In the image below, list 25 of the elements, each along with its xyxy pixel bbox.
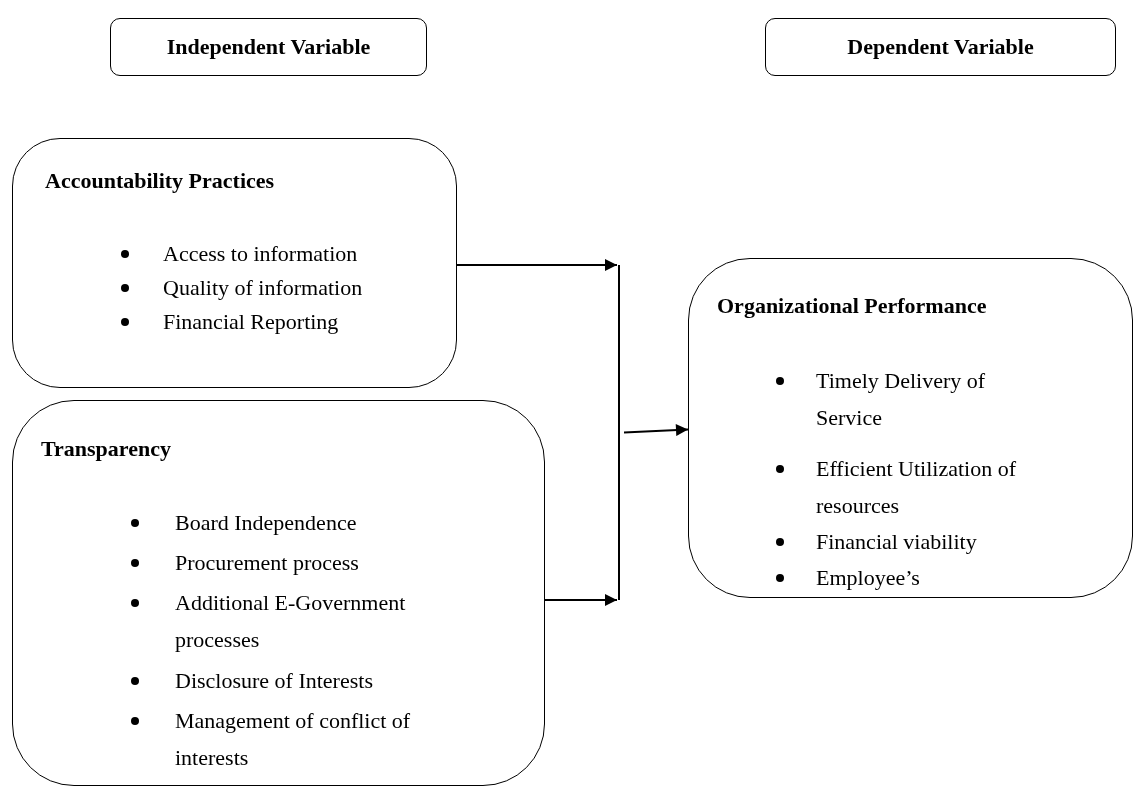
arrow [456, 259, 618, 271]
list-item: Efficient Utilization of resources [816, 455, 1017, 520]
list-item: Financial viability [816, 528, 978, 556]
arrow [623, 424, 689, 437]
label-box [765, 18, 1116, 76]
list-item: Financial Reporting [163, 308, 340, 336]
box-heading: Accountability Practices [45, 168, 275, 194]
box-heading: Organizational Performance [717, 293, 987, 319]
list-item: Quality of information [163, 274, 364, 302]
box-heading: Transparency [41, 436, 171, 462]
list-item: Employee’s [816, 564, 921, 592]
list-item: Access to information [163, 240, 359, 268]
list-item: Timely Delivery of Service [816, 367, 987, 432]
box-heading: Dependent Variable [847, 34, 1034, 60]
list-item: Procurement process [175, 549, 360, 577]
arrow [544, 594, 618, 606]
rounded-box [12, 138, 457, 388]
list-item: Additional E-Government processes [175, 589, 407, 654]
label-box [110, 18, 427, 76]
list-item: Board Independence [175, 509, 358, 537]
rounded-box [12, 400, 545, 786]
rounded-box [688, 258, 1133, 598]
list-item: Management of conflict of interests [175, 707, 412, 772]
list-item: Disclosure of Interests [175, 667, 374, 695]
box-heading: Independent Variable [166, 34, 371, 60]
